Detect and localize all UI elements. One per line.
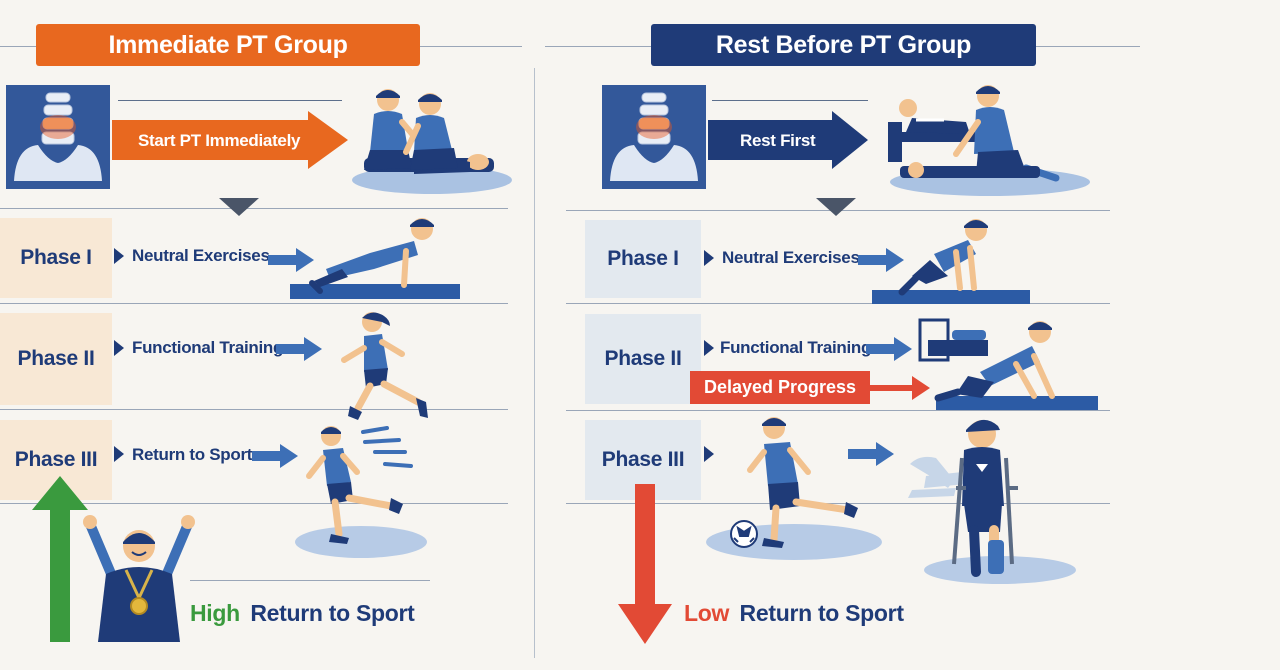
left-outcome: High Return to Sport xyxy=(190,600,415,627)
left-phase-1-label: Phase I xyxy=(0,218,112,298)
right-outcome-text: Return to Sport xyxy=(739,600,904,626)
green-up-arrow-icon xyxy=(32,476,88,642)
left-rule-4 xyxy=(0,503,508,504)
right-phase-2-pointer xyxy=(704,340,714,356)
right-title-rule-b xyxy=(1036,46,1140,47)
left-rule-5 xyxy=(190,580,430,581)
spine-icon-right xyxy=(602,85,706,189)
left-top-rule xyxy=(118,100,342,101)
soccer-player-icon xyxy=(706,417,882,560)
blue-arrow-icon xyxy=(866,337,912,361)
orange-arrow-icon xyxy=(112,111,348,169)
left-rule-3 xyxy=(0,409,508,410)
navy-arrow-icon xyxy=(708,111,868,169)
therapist-treatment-icon xyxy=(352,89,512,194)
left-phase-3-action: Return to Sport xyxy=(132,445,253,464)
center-divider xyxy=(534,68,535,658)
right-phase-1-label: Phase I xyxy=(585,220,701,298)
left-outcome-text: Return to Sport xyxy=(250,600,415,626)
right-rule-2 xyxy=(566,303,1110,304)
kneeling-exercise-icon xyxy=(872,219,1030,304)
down-caret-icon-right xyxy=(816,198,856,216)
injured-athlete-crutches-icon xyxy=(908,419,1076,584)
left-phase-1-pointer xyxy=(114,248,124,264)
red-down-arrow-icon xyxy=(618,484,672,644)
running-woman-icon xyxy=(341,312,428,420)
right-phase-1-action: Neutral Exercises xyxy=(722,248,860,267)
left-rule-1 xyxy=(0,208,508,209)
delayed-progress-badge: Delayed Progress xyxy=(690,371,870,404)
right-rule-4 xyxy=(566,503,1110,504)
blue-arrow-icon xyxy=(848,442,894,466)
blue-arrow-icon xyxy=(268,248,314,272)
left-group-title: Immediate PT Group xyxy=(36,24,420,66)
blue-arrow-icon xyxy=(276,337,322,361)
right-phase-3-pointer xyxy=(704,446,714,462)
right-top-rule xyxy=(712,100,868,101)
red-arrow-icon xyxy=(870,376,930,400)
down-caret-icon-left xyxy=(219,198,259,216)
pushup-figure-icon xyxy=(290,218,460,299)
left-phase-2-action: Functional Training xyxy=(132,338,284,357)
right-phase-1-pointer xyxy=(704,250,714,266)
left-phase-2-pointer xyxy=(114,340,124,356)
bed-rest-therapist-icon xyxy=(888,85,1090,196)
bed-and-crawling-figure-icon xyxy=(918,318,1098,410)
right-group-title: Rest Before PT Group xyxy=(651,24,1036,66)
rest-first-label: Rest First xyxy=(740,131,816,150)
right-title-rule-a xyxy=(545,46,651,47)
start-pt-label: Start PT Immediately xyxy=(138,131,301,150)
right-rule-3 xyxy=(566,410,1110,411)
blue-arrow-icon xyxy=(858,248,904,272)
spine-icon-left xyxy=(6,85,110,189)
right-outcome: Low Return to Sport xyxy=(684,600,904,627)
left-phase-3-pointer xyxy=(114,446,124,462)
right-outcome-level: Low xyxy=(684,600,730,626)
left-phase-1-action: Neutral Exercises xyxy=(132,246,270,265)
left-phase-2-label: Phase II xyxy=(0,313,112,405)
blue-arrow-icon xyxy=(252,444,298,468)
celebrating-athlete-icon xyxy=(83,515,195,642)
right-phase-2-action: Functional Training xyxy=(720,338,872,357)
left-rule-2 xyxy=(0,303,508,304)
left-title-rule-b xyxy=(420,46,522,47)
sprinting-athlete-icon xyxy=(295,426,427,558)
right-phase-2-label: Phase II xyxy=(585,314,701,404)
left-outcome-level: High xyxy=(190,600,240,626)
left-title-rule-a xyxy=(0,46,36,47)
